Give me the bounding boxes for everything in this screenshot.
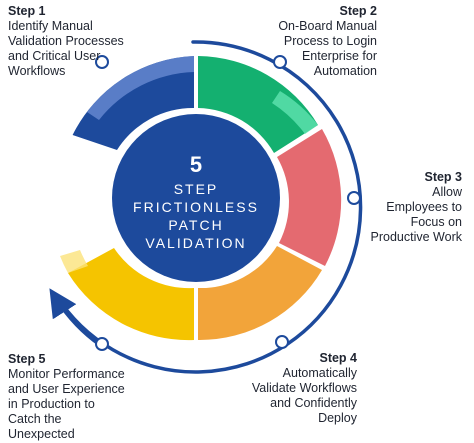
step1-description: Identify Manual Validation Processes and…	[8, 19, 124, 78]
ring-dot-step3	[347, 191, 361, 205]
segment-step5-highlight	[60, 250, 88, 273]
center-title-line4: VALIDATION	[145, 235, 246, 251]
step4-label: Step 4 Automatically Validate Workflows …	[207, 351, 357, 426]
ring-dot-step1	[95, 55, 109, 69]
step4-description: Automatically Validate Workflows and Con…	[251, 366, 357, 425]
outer-cycle-ring	[54, 40, 363, 374]
step2-title: Step 2	[339, 4, 377, 18]
center-circle	[112, 114, 280, 282]
ring-dot-step2	[273, 55, 287, 69]
step5-description: Monitor Performance and User Experience …	[8, 367, 125, 441]
step3-title: Step 3	[424, 170, 462, 184]
center-step-number: 5	[190, 152, 202, 177]
center-title-line1: STEP	[174, 181, 219, 197]
center-title-line2: FRICTIONLESS	[133, 199, 259, 215]
segment-step1	[72, 56, 194, 150]
step5-title: Step 5	[8, 352, 46, 366]
segment-step2	[198, 56, 318, 153]
step3-label: Step 3 Allow Employees to Focus on Produ…	[342, 170, 462, 245]
step2-label: Step 2 On-Board Manual Process to Login …	[227, 4, 377, 79]
step1-title: Step 1	[8, 4, 46, 18]
step2-description: On-Board Manual Process to Login Enterpr…	[278, 19, 377, 78]
segment-step1-highlight	[87, 56, 194, 120]
step3-description: Allow Employees to Focus on Productive W…	[370, 185, 462, 244]
ring-dot-step4	[275, 335, 289, 349]
segment-step5	[68, 248, 194, 341]
ring-dot-step5	[95, 337, 109, 351]
segment-step4	[198, 246, 322, 341]
step5-label: Step 5 Monitor Performance and User Expe…	[8, 352, 168, 442]
segment-step3	[277, 129, 342, 266]
step1-label: Step 1 Identify Manual Validation Proces…	[8, 4, 158, 79]
step4-title: Step 4	[319, 351, 357, 365]
segment-step2-highlight	[272, 91, 318, 134]
center-title-line3: PATCH	[168, 217, 223, 233]
